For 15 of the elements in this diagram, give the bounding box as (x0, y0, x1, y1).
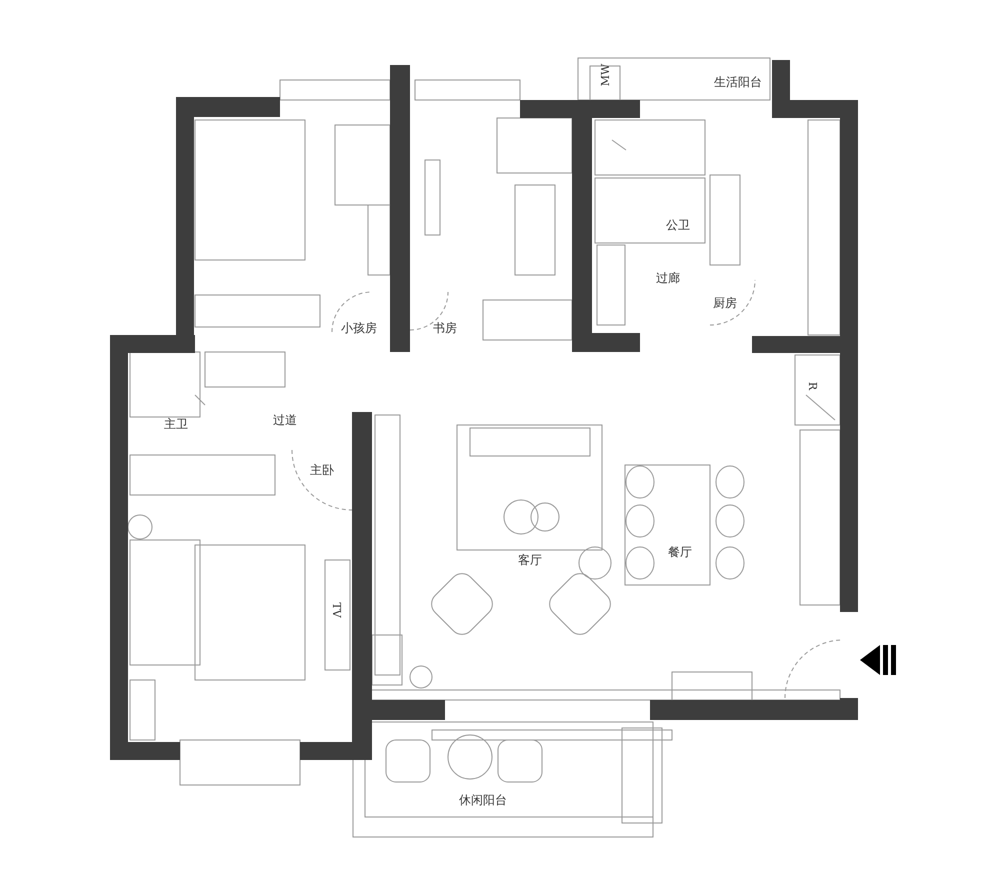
room-label: 公卫 (666, 218, 690, 232)
room-label: 客厅 (518, 553, 542, 567)
room-label: 过道 (273, 413, 297, 427)
room-label: 生活阳台 (714, 75, 762, 89)
room-label: 过廊 (656, 271, 680, 285)
room-label: 主卧 (310, 463, 334, 477)
appliance-label: R (805, 382, 819, 390)
appliance-label: MW (599, 64, 613, 86)
room-label: 厨房 (713, 296, 737, 310)
room-label: 书房 (433, 321, 457, 335)
room-label: 休闲阳台 (459, 793, 507, 807)
room-label: 主卫 (164, 417, 188, 431)
room-label: 餐厅 (668, 545, 692, 559)
appliance-label: TV (329, 602, 343, 618)
room-label: 小孩房 (341, 321, 377, 335)
